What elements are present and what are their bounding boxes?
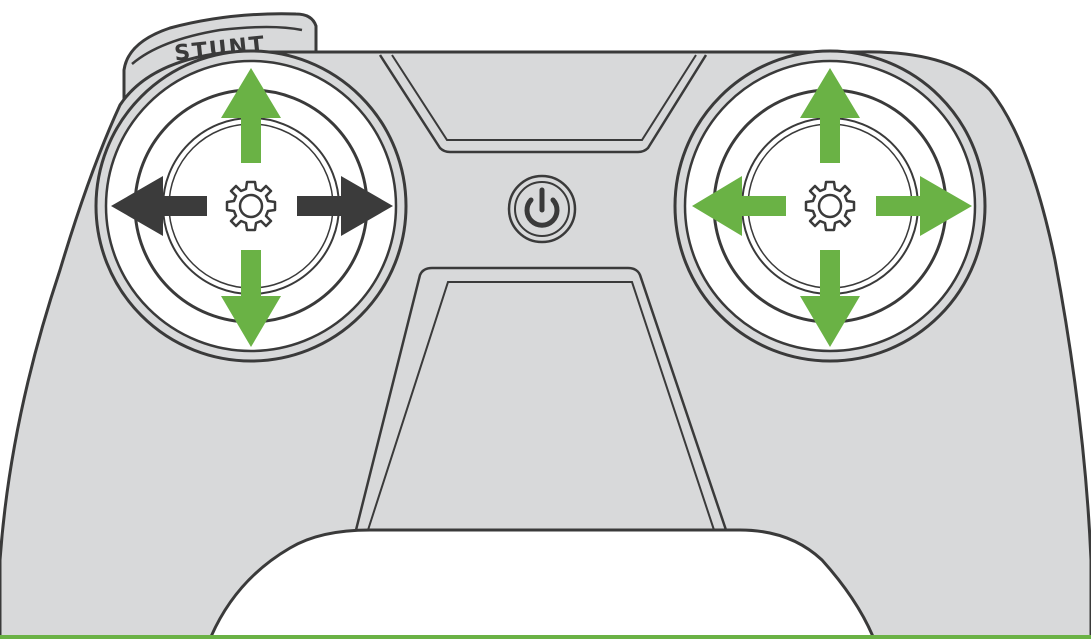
right-stick-down-arrow	[800, 250, 860, 347]
center-panel	[354, 266, 728, 531]
left-stick-right-arrow	[297, 176, 393, 236]
right-stick-up-arrow	[800, 68, 860, 163]
top-center-panel	[378, 54, 708, 154]
left-stick-left-arrow	[111, 176, 207, 236]
gear-icon	[225, 180, 277, 232]
left-joystick[interactable]	[94, 49, 408, 363]
right-stick-left-arrow	[692, 176, 786, 236]
left-stick-down-arrow	[221, 250, 281, 347]
power-button[interactable]	[507, 174, 577, 244]
grip-area	[208, 528, 876, 639]
power-icon	[524, 187, 560, 228]
right-stick-right-arrow	[876, 176, 972, 236]
bottom-edge-line	[0, 635, 1091, 639]
left-stick-up-arrow	[221, 68, 281, 163]
right-joystick[interactable]	[673, 49, 987, 363]
gear-icon	[804, 180, 856, 232]
